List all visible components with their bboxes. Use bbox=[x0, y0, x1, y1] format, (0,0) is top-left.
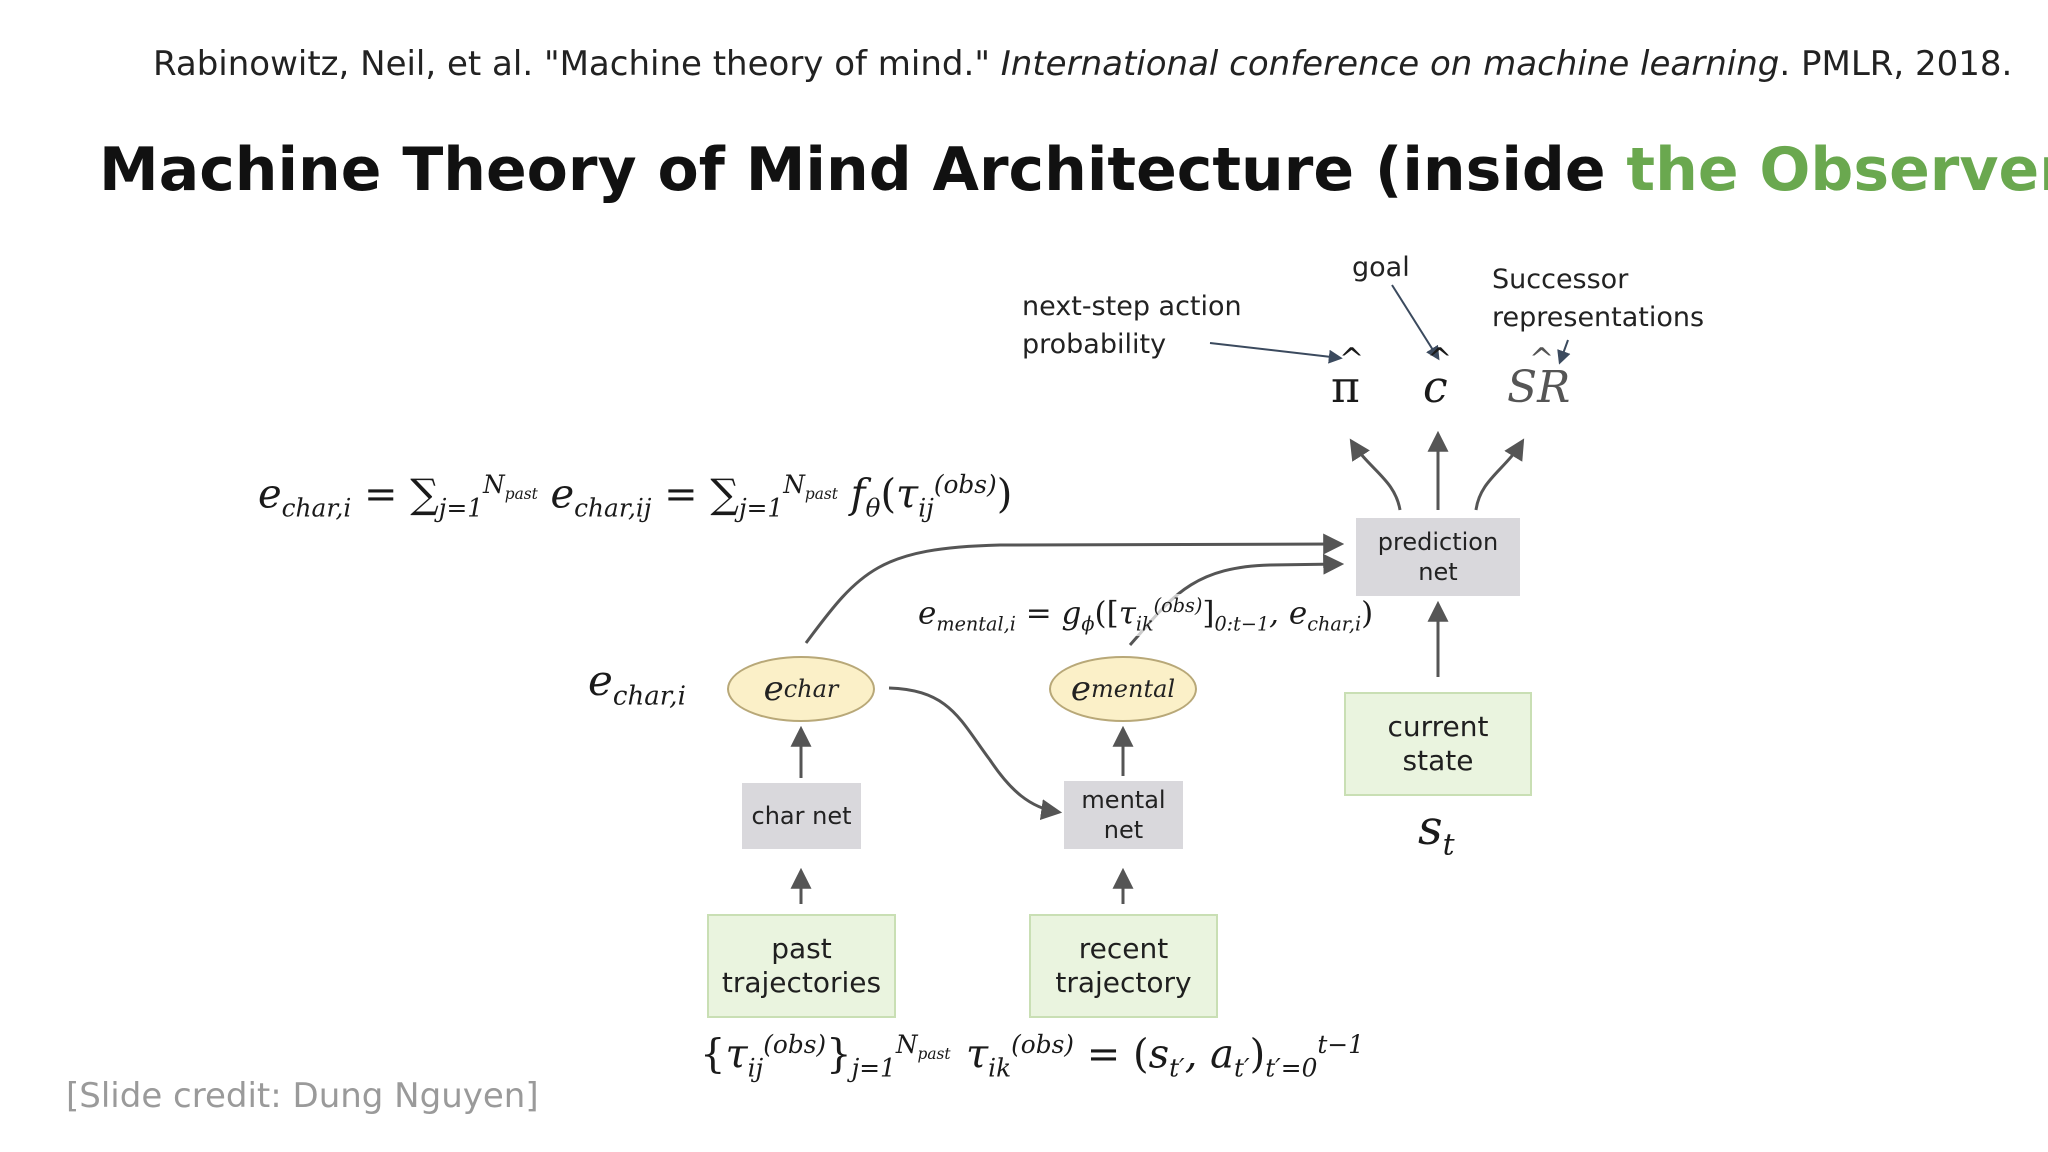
recent-trajectory-box: recent trajectory bbox=[1029, 914, 1218, 1018]
recent-trajectory-formula: τik(obs) = (st′, at′)t′=0t−1 bbox=[966, 1030, 1364, 1083]
current-state-box: current state bbox=[1344, 692, 1532, 796]
char-net-box: char net bbox=[742, 783, 861, 849]
annotation-next-step-action: next-step action probability bbox=[1022, 291, 1242, 360]
annot-arrow-successor bbox=[1557, 339, 1571, 365]
echar-i-label: echar,i bbox=[588, 656, 686, 712]
emental-formula: emental,i = gϕ([τik(obs)]0:t−1, echar,i) bbox=[918, 594, 1374, 636]
output-c-hat: ^ c bbox=[1423, 342, 1453, 413]
title-highlight: the Observer bbox=[1626, 135, 2048, 205]
echar-sum-formula: echar,i = ∑j=1Npast echar,ij = ∑j=1Npast… bbox=[258, 470, 1013, 523]
output-sr-hat: ^ SR bbox=[1507, 342, 1571, 413]
slide-title: Machine Theory of Mind Architecture (ins… bbox=[99, 135, 2048, 205]
past-trajectories-formula: {τij(obs)}j=1Npast bbox=[700, 1030, 951, 1083]
mental-net-box: mental net bbox=[1064, 781, 1183, 849]
past-trajectories-box: past trajectories bbox=[707, 914, 896, 1018]
citation: Rabinowitz, Neil, et al. "Machine theory… bbox=[153, 44, 2013, 84]
arrow-echar-to-mentalnet bbox=[888, 686, 1063, 821]
prediction-net-box: prediction net bbox=[1356, 518, 1520, 596]
annot-arrow-next-step bbox=[1209, 342, 1343, 364]
output-pi-hat: ^ π bbox=[1331, 342, 1365, 413]
arrow-prediction-to-pi bbox=[1349, 438, 1402, 511]
annotation-successor-representations: Successor representations bbox=[1492, 264, 1705, 333]
arrow-echar-to-prediction bbox=[804, 533, 1345, 644]
arrow-prediction-to-sr bbox=[1474, 438, 1525, 511]
state-symbol: st bbox=[1418, 800, 1455, 863]
annotation-goal: goal bbox=[1352, 252, 1410, 283]
slide-credit: [Slide credit: Dung Nguyen] bbox=[66, 1076, 539, 1116]
annot-arrow-goal bbox=[1391, 284, 1440, 361]
